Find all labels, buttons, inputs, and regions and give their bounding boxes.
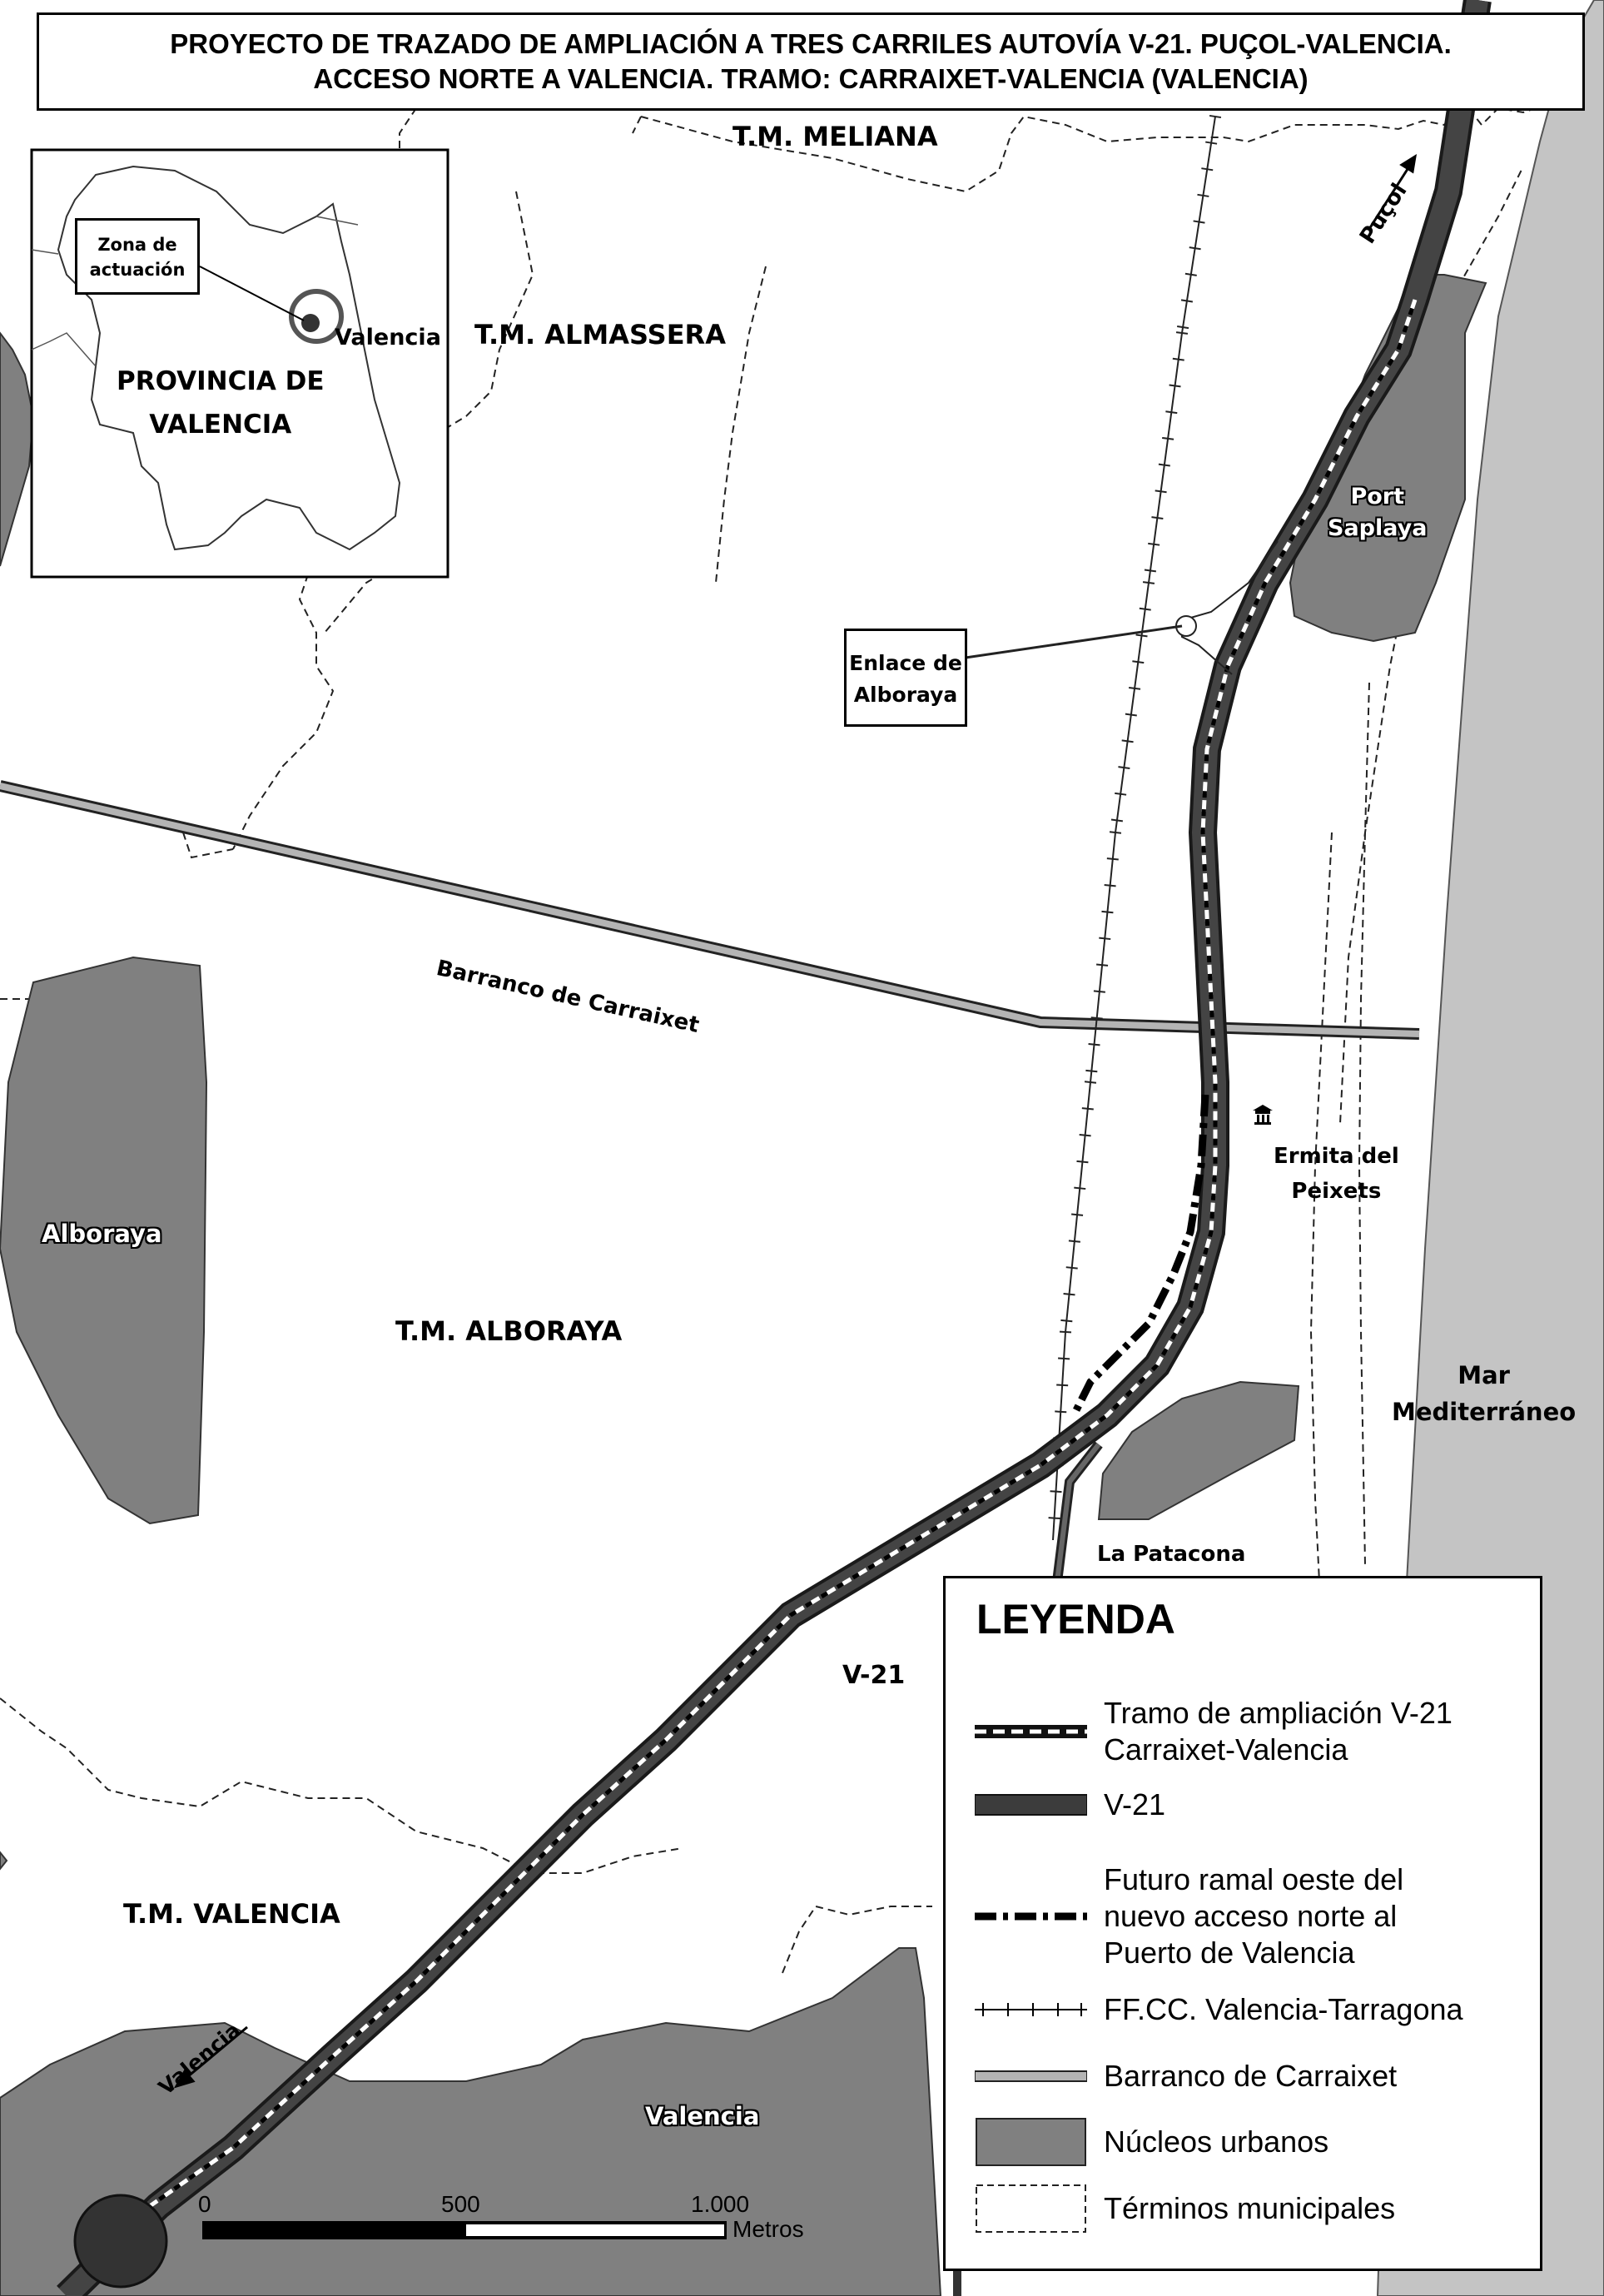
railway-valencia-tarragona: [1048, 114, 1222, 1541]
legend-symbol-river: [974, 2051, 1088, 2101]
urban-left-edge-south: [0, 1851, 8, 1871]
legend-item-futuro: Futuro ramal oeste del nuevo acceso nort…: [975, 1861, 1537, 1971]
legend-box: LEYENDA Tramo de ampliación V-21 Carraix…: [943, 1576, 1542, 2271]
label-tm-alboraya: T.M. ALBORAYA: [395, 1315, 623, 1347]
legend-symbol-dashed-road: [975, 1707, 1087, 1757]
title-line2: ACCESO NORTE A VALENCIA. TRAMO: CARRAIXE…: [313, 63, 1309, 94]
legend-symbol-urban: [975, 2117, 1087, 2167]
legend-item-tramo: Tramo de ampliación V-21 Carraixet-Valen…: [975, 1695, 1537, 1768]
scale-bar-white-segment: [466, 2224, 724, 2236]
label-mar: Mar Mediterráneo: [1392, 1361, 1577, 1426]
arrow-pucol-icon: [1368, 153, 1418, 230]
label-tm-valencia: T.M. VALENCIA: [123, 1898, 340, 1930]
enlace-alboraya-interchange: [965, 540, 1279, 675]
label-alboraya-town: Alboraya: [42, 1220, 162, 1248]
future-west-branch: [1070, 1094, 1209, 1418]
urban-la-patacona: [1097, 1380, 1300, 1520]
legend-symbol-boundary: [975, 2184, 1087, 2234]
urban-alboraya: [0, 956, 208, 1525]
label-port-saplaya: Port Saplaya: [1328, 484, 1428, 541]
legend-text-tramo-2: Carraixet-Valencia: [1104, 1732, 1348, 1767]
scale-tick-500: 500: [441, 2191, 480, 2217]
inset-zona-callout: Zona de actuación: [75, 218, 200, 295]
legend-symbol-road: [974, 1780, 1088, 1830]
legend-symbol-dash-dot: [975, 1891, 1087, 1941]
legend-item-urban: Núcleos urbanos: [975, 2117, 1537, 2167]
urban-left-edge-north: [0, 331, 35, 567]
inset-province-outline: [57, 165, 401, 551]
legend-text-tramo-1: Tramo de ampliación V-21: [1104, 1696, 1453, 1730]
legend-text-futuro-1: Futuro ramal oeste del: [1104, 1862, 1404, 1896]
urban-valencia: [0, 1947, 942, 2296]
river-carraixet: [0, 780, 1420, 1040]
legend-item-river: Barranco de Carraixet: [974, 2051, 1537, 2101]
scale-unit: Metros: [732, 2216, 804, 2242]
label-valencia-town: Valencia: [645, 2102, 760, 2130]
legend-text-railway: FF.CC. Valencia-Tarragona: [1104, 1992, 1463, 2026]
label-la-patacona: La Patacona: [1097, 1542, 1246, 1567]
legend-item-boundary: Términos municipales: [975, 2184, 1537, 2234]
title-line1: PROYECTO DE TRAZADO DE AMPLIACIÓN A TRES…: [170, 28, 1452, 59]
urban-areas: [0, 274, 1487, 2296]
arrow-valencia-icon: [173, 2025, 248, 2089]
legend-text-urban: Núcleos urbanos: [1104, 2125, 1329, 2159]
legend-text-futuro-2: nuevo acceso norte al: [1104, 1899, 1398, 1933]
label-tm-almassera: T.M. ALMASSERA: [474, 319, 726, 350]
legend-item-railway: FF.CC. Valencia-Tarragona: [975, 1985, 1537, 2035]
road-terminal-circle: [73, 2194, 168, 2289]
inset-valencia-label: Valencia: [335, 325, 441, 350]
ermita-icon: [1253, 1105, 1273, 1125]
scale-tick-1000: 1.000: [691, 2191, 750, 2217]
legend-item-v21: V-21: [974, 1780, 1537, 1830]
inset-provincia-label: PROVINCIA DE VALENCIA: [117, 366, 325, 440]
urban-port-saplaya: [1289, 274, 1487, 643]
map-title: PROYECTO DE TRAZADO DE AMPLIACIÓN A TRES…: [37, 12, 1585, 111]
label-ermita: Ermita del Peixets: [1274, 1144, 1399, 1204]
legend-text-v21: V-21: [1104, 1787, 1166, 1821]
legend-title: LEYENDA: [976, 1596, 1175, 1642]
legend-text-river: Barranco de Carraixet: [1104, 2059, 1398, 2093]
enlace-alboraya-callout: Enlace de Alboraya: [844, 629, 967, 727]
legend-symbol-railway: [975, 1985, 1087, 2035]
label-v21: V-21: [842, 1661, 906, 1690]
legend-text-boundary: Términos municipales: [1104, 2191, 1396, 2225]
label-tm-meliana: T.M. MELIANA: [732, 121, 938, 152]
legend-text-futuro-3: Puerto de Valencia: [1104, 1936, 1355, 1970]
scale-tick-0: 0: [198, 2191, 211, 2217]
